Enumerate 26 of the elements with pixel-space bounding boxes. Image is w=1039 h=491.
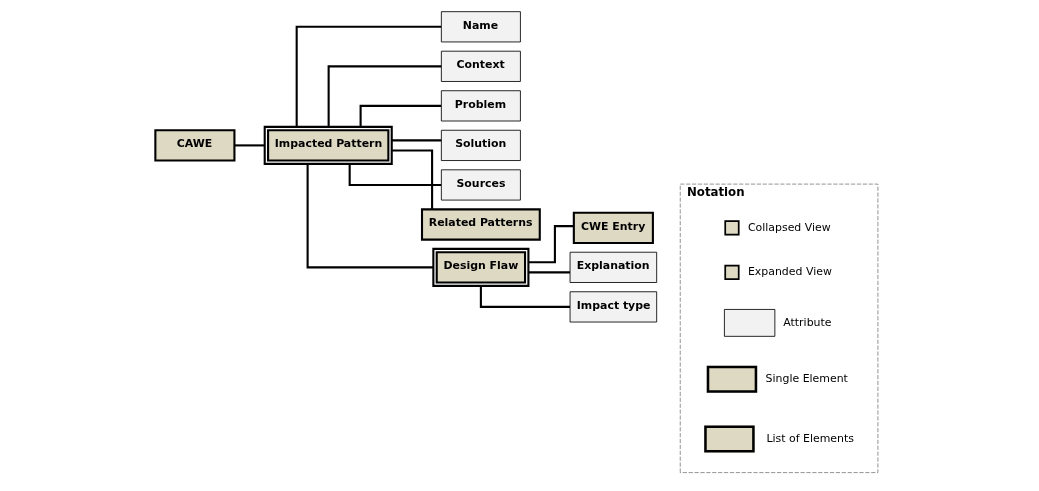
connector bbox=[327, 65, 441, 127]
connector bbox=[391, 149, 433, 210]
legend-label: Single Element bbox=[765, 372, 848, 386]
node-box: Problem bbox=[440, 90, 521, 122]
connector bbox=[479, 286, 570, 308]
node-box: Related Patterns bbox=[420, 208, 541, 241]
connector bbox=[306, 163, 433, 269]
node-box: Context bbox=[440, 50, 521, 82]
node-box: Explanation bbox=[569, 251, 657, 283]
legend-label: Collapsed View bbox=[747, 220, 831, 234]
legend-label: List of Elements bbox=[765, 431, 854, 445]
legend-label: Attribute bbox=[782, 315, 832, 329]
connector bbox=[295, 25, 441, 127]
connector bbox=[234, 144, 264, 147]
connector bbox=[391, 139, 441, 142]
node-box: Impact type bbox=[569, 291, 657, 323]
node-box: Sources bbox=[440, 169, 521, 201]
connector bbox=[528, 225, 574, 264]
connector bbox=[348, 164, 441, 186]
node-box: CWE Entry bbox=[572, 211, 654, 245]
node-box: Name bbox=[440, 11, 521, 43]
connector bbox=[359, 104, 441, 127]
legend-label: Expanded View bbox=[747, 265, 832, 279]
node-box: Solution bbox=[440, 129, 521, 161]
connector bbox=[528, 271, 570, 274]
node-box: CAWE bbox=[153, 129, 235, 162]
